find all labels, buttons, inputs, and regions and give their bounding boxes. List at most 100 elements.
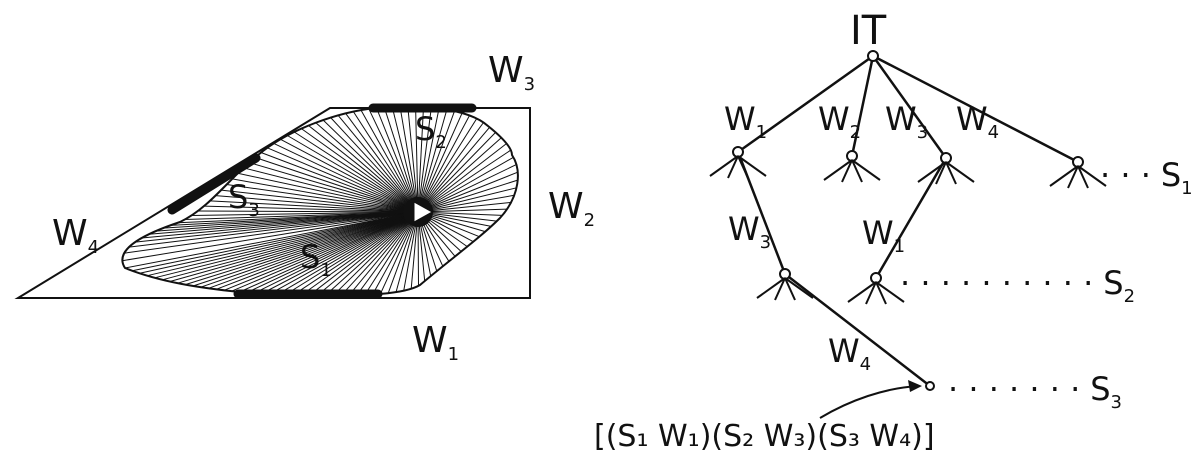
visibility-rays [122, 106, 518, 296]
visibility-ray [417, 112, 463, 213]
wall-label-w1: W1 [412, 320, 459, 365]
visibility-ray [417, 110, 455, 213]
visibility-ray [185, 211, 419, 286]
visibility-ray [417, 109, 448, 213]
visibility-ray [273, 142, 419, 213]
branch-fan-line [945, 161, 975, 183]
visibility-ray [267, 147, 419, 213]
visibility-ray [417, 171, 518, 213]
segment-s3-bar [167, 153, 261, 215]
edge-label-l2-w4: W4 [828, 332, 871, 375]
edge-e-leaf [784, 273, 931, 387]
visibility-ray [247, 211, 419, 293]
visibility-ray [417, 107, 432, 213]
leaf-formula: [(S₁ W₁)(S₂ W₃)(S₃ W₄)] [594, 419, 935, 454]
visibility-ray [122, 211, 419, 262]
visibility-ray [376, 107, 419, 213]
visibility-ray [231, 211, 419, 292]
visibility-ray [262, 211, 419, 294]
branch-fan-line [847, 281, 877, 303]
visibility-ray [308, 125, 419, 213]
visibility-ray [364, 211, 419, 296]
visibility-ray [154, 211, 419, 279]
tree-node-f [870, 272, 882, 284]
branch-fan-line [865, 281, 877, 305]
visibility-ray [232, 178, 419, 213]
visibility-ray [226, 184, 419, 213]
branch-fan-line [851, 159, 863, 183]
level-label-s3: · · · · · · ·S3 [948, 370, 1122, 413]
visibility-ray [169, 211, 419, 282]
visibility-ray [260, 152, 419, 213]
visibility-ray [243, 167, 419, 213]
room-figure: W3 W2 W4 W1 S2 S3 S1 [14, 50, 595, 365]
visibility-ray [399, 106, 419, 213]
visibility-ray [379, 211, 419, 295]
visibility-ray [315, 122, 419, 213]
visibility-ray [197, 210, 419, 213]
tree-node-c [940, 152, 952, 164]
visibility-ray [309, 211, 419, 296]
visibility-ray [294, 211, 419, 295]
edge-label-l1-w3: W3 [728, 210, 771, 253]
visibility-ray [184, 211, 419, 220]
visibility-ray [415, 106, 419, 213]
visibility-ray [135, 211, 419, 243]
branch-fan-line [1049, 165, 1079, 187]
edge-label-root-w3: W3 [885, 100, 928, 143]
visibility-ray [280, 138, 419, 213]
branch-fan-line [727, 155, 739, 179]
branch-fan-line [917, 161, 947, 183]
edge-label-root-w2: W2 [818, 100, 861, 143]
visibility-ray [383, 107, 419, 213]
visibility-ray [215, 195, 419, 213]
observer-marker [403, 197, 434, 227]
visibility-ray [287, 135, 419, 213]
tree-root-label: IT [850, 8, 887, 54]
visibility-ray [417, 187, 517, 213]
edge-label-l1-w1: W1 [862, 214, 905, 257]
edge-root-d [872, 54, 1079, 164]
visibility-ray [254, 156, 419, 213]
visibility-ray [317, 211, 419, 296]
visibility-ray [139, 211, 419, 274]
visibility-ray [147, 211, 419, 277]
visibility-ray [223, 211, 419, 291]
branch-fan-line [756, 277, 786, 299]
visibility-ray [294, 131, 419, 213]
visibility-ray [278, 211, 419, 295]
branch-fan-line [1077, 165, 1089, 189]
visibility-ray [216, 211, 419, 290]
branch-fan-line [784, 277, 814, 299]
visibility-ray [372, 211, 419, 295]
branch-fan-line [1067, 165, 1079, 189]
visibility-ray [352, 111, 419, 213]
visibility-ray [417, 194, 515, 213]
branch-fan-line [841, 159, 853, 183]
visibility-ray [348, 211, 419, 296]
visibility-ray [132, 211, 419, 272]
visibility-ray [417, 179, 518, 213]
visibility-ray [407, 106, 419, 213]
edge-root-c [871, 55, 948, 159]
tree-node-d [1072, 156, 1084, 168]
visibility-ray [417, 122, 484, 213]
visibility-ray [286, 211, 419, 295]
visibility-ray [368, 108, 419, 213]
branch-fans [709, 155, 1107, 305]
visibility-ray [221, 189, 419, 213]
segment-label-s1: S1 [300, 238, 332, 281]
visibility-ray [356, 211, 419, 296]
visibility-ray [417, 115, 470, 213]
tree-node-e [779, 268, 791, 280]
visibility-ray [141, 211, 419, 239]
wall-label-w3: W3 [488, 50, 535, 95]
visibility-ray [239, 211, 419, 293]
visibility-ray [191, 211, 419, 216]
visibility-ray [417, 108, 440, 213]
wall-label-w2: W2 [548, 186, 595, 231]
interpretation-tree: IT W1 W2 W3 W4 W3 W1 W4 · · ·S1 · · · · … [594, 8, 1193, 454]
visibility-ray [192, 211, 419, 287]
tree-node-a [732, 146, 744, 158]
